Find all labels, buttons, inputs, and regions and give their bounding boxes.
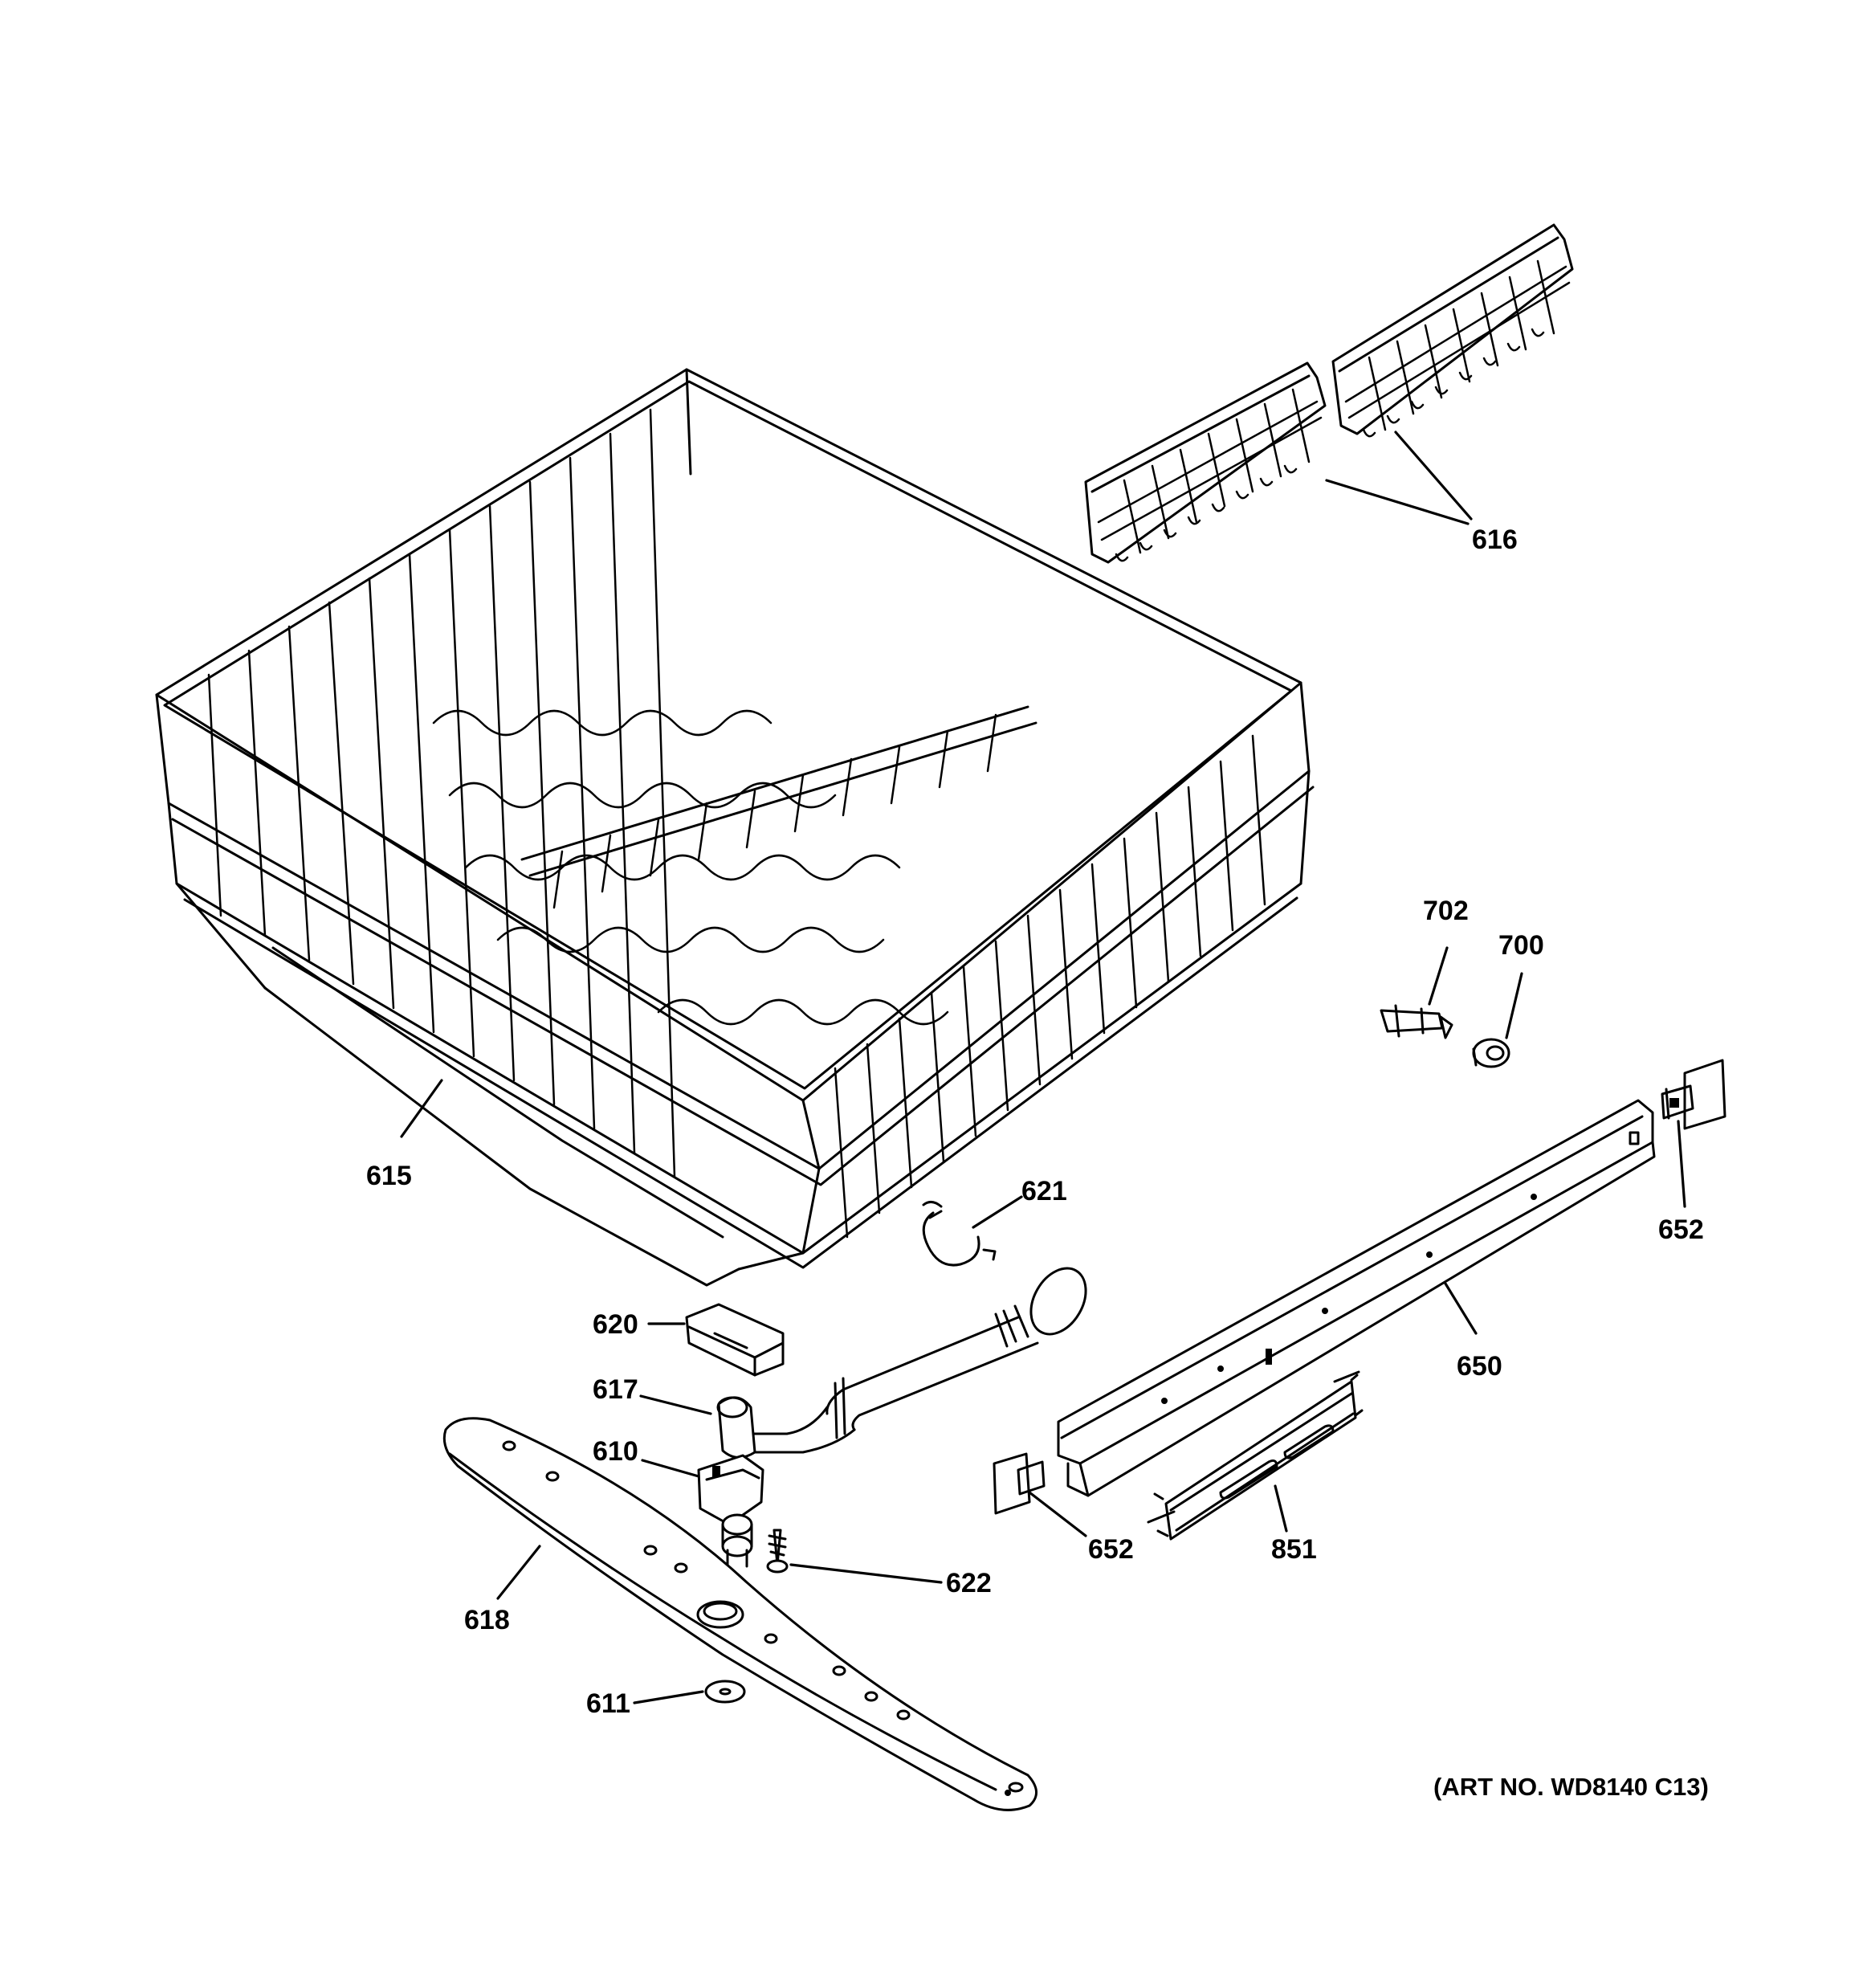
washer — [704, 1680, 746, 1704]
callout-615: 615 — [366, 1161, 412, 1191]
screw — [766, 1529, 789, 1574]
leader-618 — [496, 1545, 541, 1600]
rail-end-cap-right — [1661, 1059, 1726, 1130]
callout-621: 621 — [1021, 1176, 1067, 1206]
rail-end-cap-left — [993, 1452, 1046, 1515]
callout-611: 611 — [586, 1688, 630, 1719]
leader-616-a — [1325, 479, 1470, 525]
callout-617: 617 — [593, 1374, 638, 1405]
leader-617 — [639, 1394, 712, 1415]
callout-702: 702 — [1423, 896, 1469, 926]
callout-618: 618 — [464, 1605, 510, 1635]
leader-611 — [633, 1690, 704, 1704]
callout-620: 620 — [593, 1309, 638, 1340]
leader-702 — [1428, 946, 1449, 1006]
callout-652-right: 652 — [1658, 1214, 1704, 1245]
slide-rail — [1147, 1370, 1364, 1541]
tine-row-insert-right — [1331, 223, 1574, 438]
leader-652-left — [1028, 1491, 1087, 1537]
hose-clip — [922, 1201, 997, 1267]
callout-610: 610 — [593, 1436, 638, 1467]
latch — [685, 1303, 785, 1377]
leader-616-b — [1394, 431, 1473, 520]
leader-615 — [400, 1079, 443, 1138]
rack-stop-clip — [1380, 1004, 1453, 1039]
tine-row-insert-left — [1084, 361, 1327, 564]
bearing — [697, 1454, 764, 1568]
upper-rack — [155, 368, 1315, 1287]
leader-610 — [641, 1459, 700, 1478]
roller — [1472, 1038, 1510, 1068]
art-number: (ART NO. WD8140 C13) — [1433, 1773, 1709, 1801]
drawer-rail — [1057, 1099, 1656, 1497]
leader-652-right — [1677, 1120, 1686, 1208]
callout-616: 616 — [1472, 525, 1518, 555]
conduit — [716, 1267, 1087, 1459]
leader-851 — [1274, 1484, 1288, 1533]
leader-650 — [1444, 1282, 1478, 1335]
leader-621 — [972, 1195, 1023, 1229]
wash-arm — [442, 1417, 1037, 1811]
callout-650: 650 — [1457, 1351, 1502, 1382]
leader-700 — [1505, 972, 1523, 1039]
callout-851: 851 — [1271, 1534, 1317, 1565]
leader-622 — [789, 1563, 943, 1584]
callout-700: 700 — [1498, 930, 1544, 961]
callout-622: 622 — [946, 1568, 992, 1598]
callout-652-left: 652 — [1088, 1534, 1134, 1565]
